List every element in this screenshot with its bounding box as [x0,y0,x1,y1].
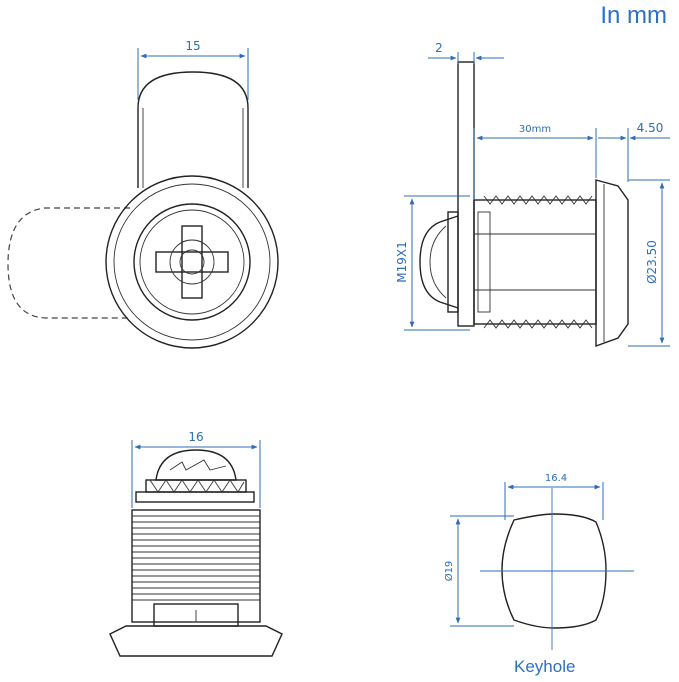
dim-text-keyhole-diameter: Ø19 [443,561,455,582]
front-view: 15 [7,39,279,349]
dim-plate-thickness: 2 [428,41,504,64]
dim-text-keyhole-width: 16.4 [545,473,567,484]
dim-text-plate-thickness: 2 [435,41,443,55]
dim-body-length: 30mm [473,124,597,200]
cam-dashed-outline [7,207,130,319]
dim-text-thread: M19X1 [395,241,409,282]
dim-flange-diameter: Ø23.50 [628,179,670,347]
bottom-flange [109,625,283,657]
dim-keyhole-width: 16.4 [504,473,604,520]
bottom-threaded-body [131,509,261,623]
flange [595,179,629,347]
keyhole-view: 16.4 Ø19 [443,473,634,650]
keyhole-outline [501,513,607,629]
dim-text-front-width: 15 [185,39,200,53]
mounting-plate [457,61,475,327]
dim-text-flange-diameter: Ø23.50 [645,240,659,284]
bottom-view: 16 [109,430,283,657]
dim-bottom-width: 16 [131,430,261,508]
dim-text-flange-thickness: 4.50 [637,121,664,135]
dim-thread: M19X1 [395,195,470,331]
keyhole-caption: Keyhole [514,657,576,676]
side-view: 2 30mm 4.50 M19X1 [395,41,670,347]
bottom-key-dome [155,449,237,481]
cam-tongue [137,71,249,188]
dim-front-width: 15 [137,39,249,100]
dim-text-body-length: 30mm [519,124,551,135]
keyway-cross [155,225,229,299]
dim-keyhole-diameter: Ø19 [443,515,514,627]
threaded-body [473,195,597,329]
dim-text-bottom-width: 16 [188,430,203,444]
head-outer-ring [105,175,279,349]
key-dome [419,215,459,309]
units-label: In mm [600,2,667,29]
dim-flange-thickness: 4.50 [598,121,670,182]
